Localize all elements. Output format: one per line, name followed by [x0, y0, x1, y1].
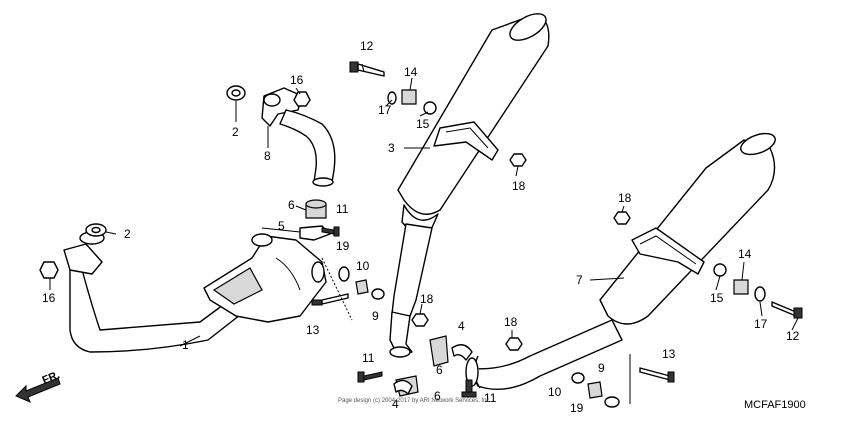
callout-11-upper: 11	[336, 202, 349, 216]
rubber-14-upper[interactable]	[401, 89, 417, 105]
callout-18-mid: 18	[420, 292, 434, 306]
callout-10-upper: 10	[356, 259, 370, 273]
callout-15-lower: 15	[710, 291, 724, 305]
bolt-11-lower[interactable]	[357, 371, 383, 383]
callout-17-lower: 17	[754, 317, 768, 331]
nut-18-low[interactable]	[505, 337, 523, 351]
upper-link-pipe[interactable]	[389, 223, 433, 358]
washer-17-lower[interactable]	[754, 286, 766, 302]
callout-10-lower: 10	[548, 385, 562, 399]
callout-17-upper: 17	[378, 103, 392, 117]
rubber-6-upper[interactable]	[305, 199, 327, 219]
gasket-upper[interactable]	[226, 85, 246, 101]
callout-9-upper: 9	[372, 309, 379, 323]
callout-4-lower: 4	[392, 397, 399, 411]
callout-19-upper: 19	[336, 239, 350, 253]
nut-18-mid[interactable]	[411, 313, 429, 327]
front-direction-arrow-icon	[15, 377, 61, 403]
callout-15-upper: 15	[416, 117, 430, 131]
washer-19-upper[interactable]	[338, 266, 350, 282]
bolt-12-upper[interactable]	[349, 61, 385, 77]
bolt-13-left[interactable]	[311, 293, 349, 306]
nut-9-lower[interactable]	[571, 372, 585, 384]
callout-2-lower: 2	[124, 227, 131, 241]
washer-17-upper[interactable]	[387, 91, 397, 105]
callout-7: 7	[576, 273, 583, 287]
callout-13-left: 13	[306, 323, 320, 337]
nut-18-upper[interactable]	[509, 153, 527, 167]
callout-6-upper: 6	[288, 198, 295, 212]
bolt-13-right[interactable]	[639, 367, 675, 383]
nut-9-upper[interactable]	[371, 288, 385, 300]
bolt-12-lower[interactable]	[771, 301, 803, 319]
copyright-notice: Page design (c) 2004-2017 by ARI Network…	[338, 398, 491, 404]
callout-2-upper: 2	[232, 125, 239, 139]
nut-18-right[interactable]	[613, 211, 631, 225]
rubber-6-mid[interactable]	[429, 335, 449, 367]
collar-15-upper[interactable]	[423, 101, 437, 115]
callout-18-right: 18	[618, 191, 632, 205]
bolt-11-upper[interactable]	[321, 226, 340, 237]
callout-19-lower: 19	[570, 401, 584, 415]
callout-8: 8	[264, 149, 271, 163]
callout-18-upper: 18	[512, 179, 526, 193]
callout-5: 5	[278, 219, 285, 233]
callout-9-lower: 9	[598, 361, 605, 375]
bolt-11-bottom[interactable]	[461, 379, 477, 398]
collar-10-lower[interactable]	[587, 381, 603, 399]
callout-11-lower: 11	[362, 351, 375, 365]
gasket-lower[interactable]	[85, 223, 107, 237]
collar-15-lower[interactable]	[713, 263, 727, 277]
exhaust-pipe[interactable]	[63, 231, 327, 353]
callout-14-lower: 14	[738, 247, 752, 261]
callout-16-upper: 16	[290, 73, 304, 87]
diagram-code: MCFAF1900	[744, 399, 806, 411]
callout-11-bottom: 11	[484, 391, 497, 405]
nut-16-lower[interactable]	[39, 261, 59, 279]
callout-4-upper: 4	[458, 319, 465, 333]
rubber-14-lower[interactable]	[733, 279, 749, 295]
callout-14-upper: 14	[404, 65, 418, 79]
collar-10-upper[interactable]	[355, 279, 369, 295]
lower-link-pipe[interactable]	[465, 319, 623, 391]
clamp-4-lower[interactable]	[393, 379, 413, 395]
callout-12-upper: 12	[360, 39, 374, 53]
callout-18-low: 18	[504, 315, 518, 329]
callout-1: 1	[182, 338, 189, 352]
nut-16-upper[interactable]	[293, 91, 311, 107]
clamp-4-upper[interactable]	[451, 344, 473, 361]
callout-6-mid: 6	[436, 363, 443, 377]
washer-19-lower[interactable]	[604, 396, 620, 408]
callout-3: 3	[388, 141, 395, 155]
callout-16-lower: 16	[42, 291, 56, 305]
lower-muffler[interactable]	[599, 129, 778, 325]
callout-6-lower: 6	[434, 389, 441, 403]
callout-13-right: 13	[662, 347, 676, 361]
callout-12-lower: 12	[786, 329, 800, 343]
exhaust-pipe-upper[interactable]	[261, 87, 336, 187]
